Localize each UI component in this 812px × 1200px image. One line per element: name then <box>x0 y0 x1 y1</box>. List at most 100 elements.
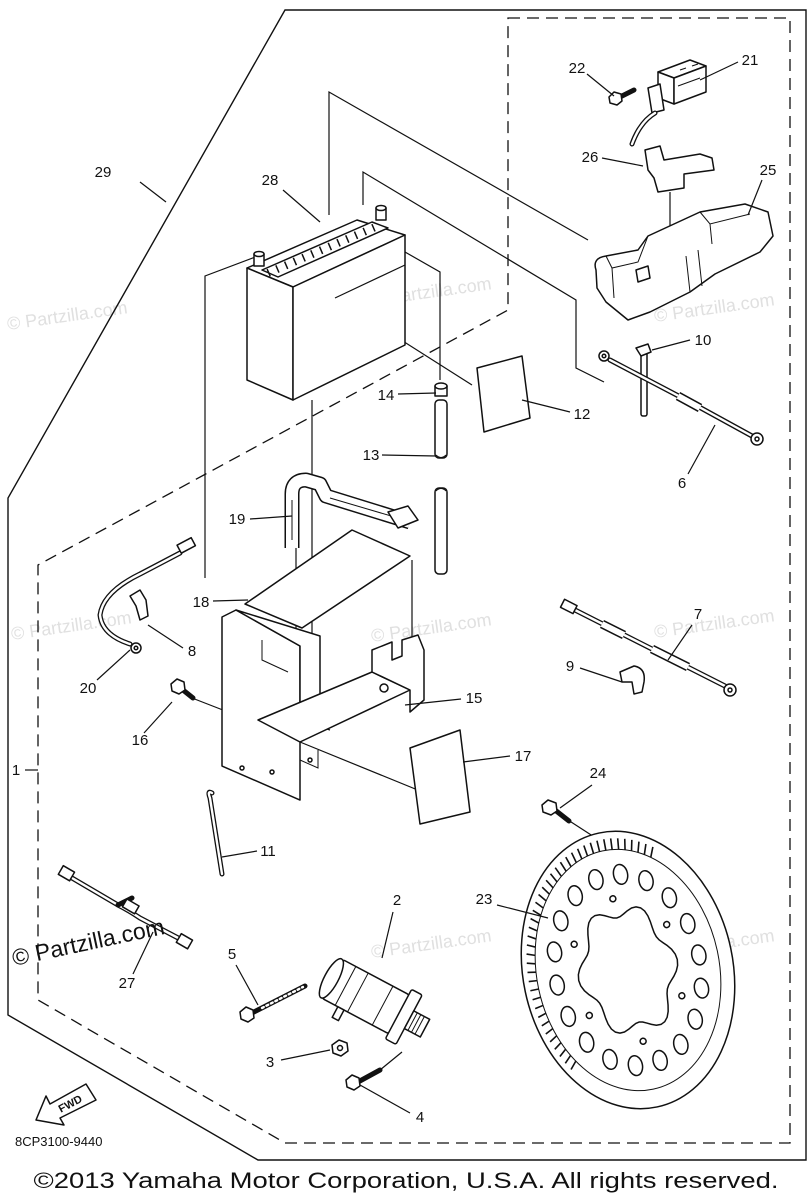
outer-kit-boundary <box>7 9 807 1161</box>
band-center-line <box>291 497 399 540</box>
battery-terminal-top <box>253 250 265 258</box>
callout-27: 27 <box>119 975 136 992</box>
callout-2: 2 <box>393 892 401 909</box>
band-inner <box>286 474 412 548</box>
cable-core-inner <box>573 608 727 688</box>
leader-line-9 <box>579 667 623 683</box>
leader-line-18 <box>212 599 249 602</box>
battery-part <box>246 204 406 401</box>
disc-hole <box>672 1033 689 1055</box>
box-edge-lines <box>261 640 319 769</box>
cover-detail-lines <box>605 211 751 299</box>
disc-hole <box>549 974 566 996</box>
disc-hole <box>652 1049 669 1072</box>
callout-4: 4 <box>416 1109 424 1126</box>
callout-16: 16 <box>132 732 149 749</box>
leader-line-16 <box>143 701 173 734</box>
box-mount-hole <box>269 769 275 775</box>
callout-25: 25 <box>760 162 777 179</box>
watermark-text-dark: © Partzilla.com <box>10 913 167 971</box>
bolt-head <box>541 799 558 816</box>
leader-line-2 <box>381 911 394 959</box>
callout-1: 1 <box>12 762 20 779</box>
relay-terminal-lines <box>677 63 701 87</box>
sheet-part <box>476 355 531 433</box>
assembly-line <box>328 90 589 241</box>
relay-part <box>629 59 707 147</box>
leader-line-5 <box>235 964 259 1006</box>
plate-part <box>409 729 471 825</box>
battery-band-part <box>284 472 419 548</box>
callout-26: 26 <box>582 149 599 166</box>
disc-hole <box>567 885 584 907</box>
leader-line-3 <box>280 1049 331 1061</box>
leader-lines <box>25 61 763 1114</box>
disc-bolt-part <box>541 799 572 824</box>
starter-ribs <box>334 966 394 1026</box>
callout-labels: 1 2 3 4 5 6 7 8 9 10 11 12 13 14 15 16 1… <box>12 52 777 1126</box>
cable-core-inner <box>98 551 182 646</box>
callout-6: 6 <box>678 475 686 492</box>
cable-sleeve-inner <box>600 621 626 638</box>
box-mount-hole <box>379 683 389 693</box>
relay-bracket-part <box>644 145 715 193</box>
callout-20: 20 <box>80 680 97 697</box>
wire-core-inner <box>207 791 224 876</box>
ground-cable-part <box>97 536 197 654</box>
nut-hole <box>336 1044 344 1052</box>
disc-hole <box>690 944 707 966</box>
watermark-text: © Partzilla.com <box>6 297 129 334</box>
inner-kit-boundary <box>37 17 791 1144</box>
callout-14: 14 <box>378 387 395 404</box>
leader-line-14 <box>397 392 437 395</box>
callout-28: 28 <box>262 172 279 189</box>
cable-connector <box>559 598 578 615</box>
battery-left-face <box>246 267 294 401</box>
disc-bolt-hole <box>585 1011 594 1020</box>
disc-hole <box>560 1005 577 1028</box>
leader-line-23 <box>496 904 549 919</box>
callout-12: 12 <box>574 406 591 423</box>
clip-top <box>434 382 448 390</box>
cable-eyelet-hole <box>754 436 760 442</box>
disc-hole <box>693 977 710 999</box>
battery-vent-caps <box>266 221 382 277</box>
bolt-shank <box>617 87 637 100</box>
watermark-text: © Partzilla.com <box>370 609 493 646</box>
callout-18: 18 <box>193 594 210 611</box>
disc-hole <box>552 910 569 932</box>
starter-cable-part <box>559 598 737 697</box>
callout-24: 24 <box>590 765 607 782</box>
cable-clip-part <box>635 343 652 417</box>
box-right-wall <box>371 634 425 713</box>
leader-line-6 <box>687 424 716 475</box>
callout-22: 22 <box>569 60 586 77</box>
assembly-line <box>379 1051 403 1071</box>
forward-arrow-shape <box>35 1083 97 1126</box>
assembly-line <box>397 247 441 380</box>
callout-7: 7 <box>694 606 702 623</box>
battery-box-part <box>221 609 425 801</box>
starter-terminal <box>331 1005 345 1022</box>
leader-line-28 <box>282 189 321 223</box>
tube-lower-segment <box>434 487 448 575</box>
pinion-teeth <box>407 1012 425 1035</box>
leader-line-24 <box>559 784 593 809</box>
bolt-shank <box>249 983 308 1016</box>
leader-line-26 <box>601 157 644 167</box>
forward-arrow-icon: FWD <box>35 1083 97 1126</box>
leader-line-12 <box>521 399 571 413</box>
leader-line-7 <box>667 624 693 661</box>
battery-terminal-top <box>375 204 387 212</box>
relay-connector <box>647 83 665 114</box>
leader-line-25 <box>747 179 763 216</box>
disc-hole <box>612 863 629 885</box>
assembly-line <box>334 264 406 299</box>
leader-line-15 <box>404 698 462 706</box>
leader-line-21 <box>699 61 739 81</box>
disc-bolt-hole <box>609 895 617 903</box>
relay-side-face <box>673 65 707 105</box>
wire-harness-part <box>57 864 194 950</box>
clip-strip <box>640 351 648 417</box>
callout-13: 13 <box>363 447 380 464</box>
